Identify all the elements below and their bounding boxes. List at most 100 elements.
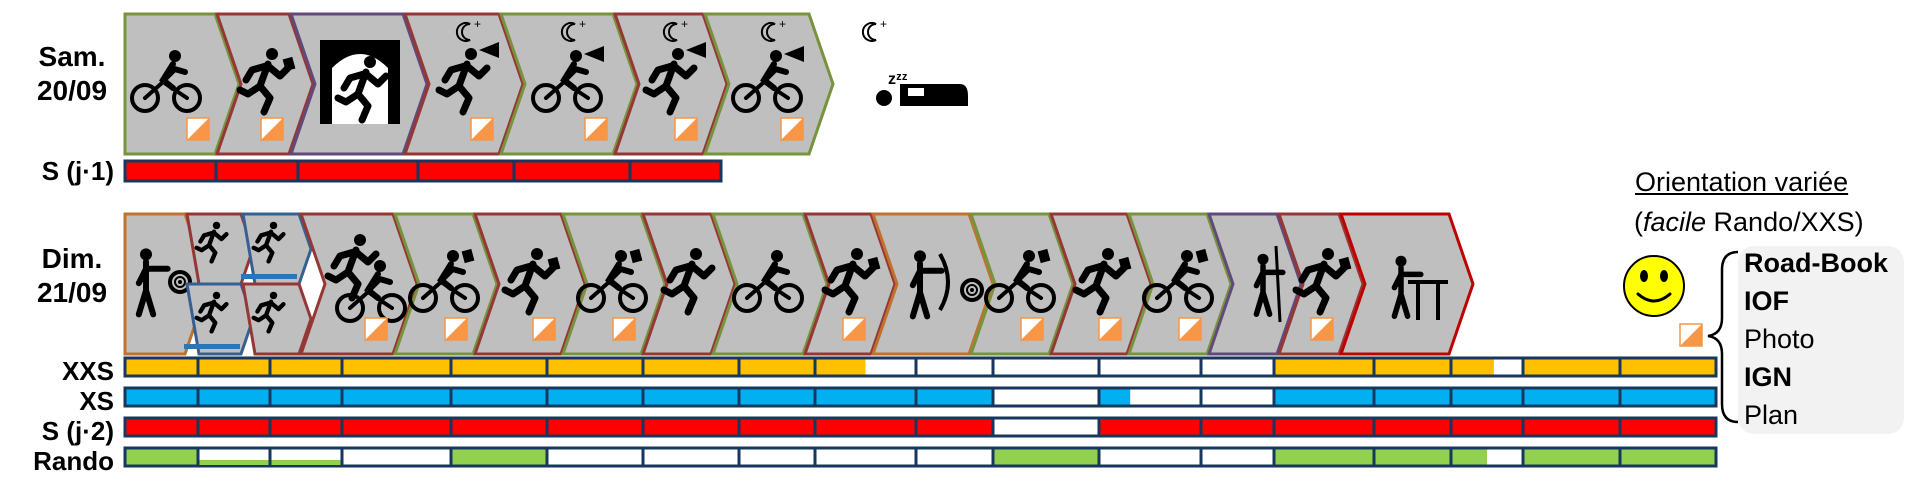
bike-headlamp-icon — [531, 46, 604, 113]
runner-map-icon — [1072, 248, 1132, 316]
svg-text:+: + — [880, 17, 887, 31]
orienteering-flag-icon — [260, 117, 284, 141]
day2-stage-14 — [1126, 212, 1233, 356]
bar-segment — [123, 416, 200, 438]
bar-segment — [1097, 416, 1203, 438]
bar-segment — [914, 416, 995, 438]
legend-subtitle-rest: Rando/XXS) — [1706, 207, 1864, 237]
day2-stage-10 — [802, 212, 897, 356]
legend-subtitle-open: ( — [1634, 207, 1643, 237]
day1-stage-3 — [288, 12, 429, 156]
orienteering-flag-icon — [444, 317, 468, 341]
day2-stage-12 — [968, 212, 1075, 356]
day1-label-name: Sam. — [38, 41, 106, 72]
bar-segment — [1618, 356, 1718, 378]
orienteering-flag-icon — [612, 317, 636, 341]
bar-segment — [340, 386, 453, 408]
shooting-icon — [135, 248, 192, 318]
bar-segment — [196, 356, 272, 378]
bike-map-icon — [408, 248, 480, 313]
svg-text:+: + — [579, 17, 586, 31]
zzz-icon: zᶻᶻ — [888, 71, 908, 88]
moon-icon: + — [455, 17, 481, 42]
bar-segment — [1521, 386, 1622, 408]
bar-segment — [545, 386, 645, 408]
bar-segment — [991, 356, 1101, 378]
day2-stage-3 — [241, 212, 313, 356]
bar-segment — [737, 416, 817, 438]
orienteering-flag-icon — [470, 117, 494, 141]
bar-segment — [545, 416, 645, 438]
day1-stage-5: + — [498, 12, 639, 156]
bar-segment — [1618, 446, 1718, 468]
bar-segment — [991, 386, 1101, 408]
orienteering-flag-icon — [532, 317, 556, 341]
bar-segment — [914, 356, 995, 378]
orienteering-flag-icon — [1020, 317, 1044, 341]
day1-stage-1 — [123, 12, 241, 156]
orienteering-flag-icon — [842, 317, 866, 341]
bar-label-s-j2: S (j·2) — [41, 416, 114, 446]
legend-box — [1738, 246, 1904, 434]
day2-stage-1 — [123, 212, 211, 356]
day2-stage-9 — [710, 212, 829, 356]
bar-segment — [1449, 386, 1525, 408]
moon-icon: + — [662, 17, 688, 42]
bar-segment — [268, 446, 344, 468]
orienteering-flag-icon — [780, 117, 804, 141]
bike-map-icon — [984, 248, 1056, 313]
bar-segment — [1272, 416, 1376, 438]
bar-segment — [196, 416, 272, 438]
climbing-icon — [1253, 245, 1286, 323]
bar-segment — [1521, 356, 1622, 378]
day1-stage-chain: ++++ — [123, 12, 835, 156]
runner-map-icon — [501, 248, 561, 316]
bar-segment — [296, 159, 420, 183]
legend-item-iof: IOF — [1744, 286, 1789, 316]
bar-segment — [268, 386, 344, 408]
run-bike-icon — [324, 234, 407, 323]
bar-segment — [449, 446, 549, 468]
day2-stage-8 — [640, 212, 737, 356]
legend-item-plan: Plan — [1744, 400, 1799, 430]
bar-segment — [737, 446, 817, 468]
orienteering-flag-icon — [584, 117, 608, 141]
day2-stage-16 — [1276, 212, 1365, 356]
day2-stage-4 — [298, 212, 419, 356]
bike-map-icon — [576, 248, 648, 313]
paddleboard-icon — [194, 291, 229, 334]
day2-stage-15 — [1206, 212, 1303, 356]
bar-segment — [1372, 416, 1453, 438]
runner-icon — [194, 221, 229, 264]
svg-text:+: + — [681, 17, 688, 31]
bar-segment — [813, 386, 918, 408]
bike-icon — [732, 250, 804, 313]
bar-segment — [123, 386, 200, 408]
bar-segment — [449, 416, 549, 438]
bar-segment — [512, 159, 632, 183]
bar-segment — [340, 356, 453, 378]
day1-bar-s-j-1- — [123, 159, 723, 183]
day2-stage-5 — [392, 212, 499, 356]
bar-segment — [1199, 446, 1276, 468]
bar-segment — [340, 416, 453, 438]
bar-segment — [1199, 356, 1276, 378]
archery-icon — [909, 250, 984, 320]
day2-label: Dim. 21/09 — [22, 242, 122, 310]
bar-segment — [545, 356, 645, 378]
bar-segment — [914, 446, 995, 468]
legend-item-ign: IGN — [1744, 362, 1793, 392]
runner-icon — [660, 248, 716, 316]
bar-segment — [449, 356, 549, 378]
bar-segment — [1449, 446, 1525, 468]
bar-segment — [416, 159, 516, 183]
bike-headlamp-icon — [731, 46, 804, 113]
day2-label-date: 21/09 — [36, 277, 108, 308]
bar-segment — [641, 356, 741, 378]
day2-stage-7 — [560, 212, 667, 356]
day2-bar-rando — [123, 446, 1718, 468]
bar-segment — [1199, 386, 1276, 408]
day2-bar-s-j-2- — [123, 416, 1718, 438]
legend-item-photo: Photo — [1744, 324, 1815, 354]
bar-segment — [1521, 446, 1622, 468]
